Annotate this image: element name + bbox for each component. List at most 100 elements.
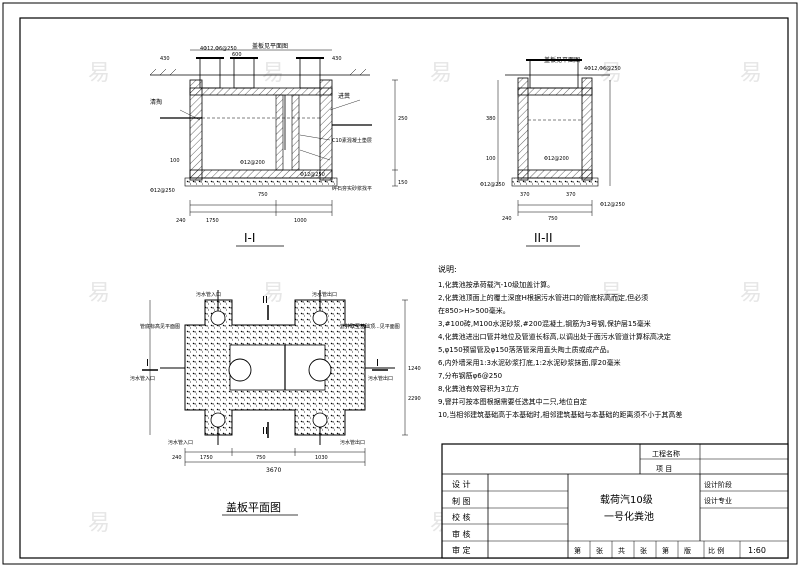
design-label: 设 计 bbox=[452, 479, 471, 489]
rebar-bottom-label: Φ12@200 bbox=[240, 160, 265, 166]
project-name-label: 工程名称 bbox=[652, 449, 680, 458]
inlet-label: 进粪 bbox=[338, 92, 350, 100]
note-item: 5,φ150预留管及φ150落落管采用直头陶土质或成产品。 bbox=[438, 345, 614, 354]
gravel-label: 碎石夯实砂浆找平 bbox=[332, 185, 372, 192]
drawing-title-line2: 一号化粪池 bbox=[604, 510, 654, 523]
sheet-unit-label: 张 bbox=[596, 546, 603, 555]
inlet-label: 污水管入口 bbox=[130, 375, 155, 382]
dim-label: 240 bbox=[172, 455, 182, 461]
outlet-label: 污水管出口 bbox=[312, 291, 337, 298]
rebar-slab-label: Φ12@250 bbox=[150, 188, 175, 194]
inlet-label: 污水管入口 bbox=[168, 439, 193, 446]
watermark: 易 bbox=[600, 61, 622, 86]
review-label: 审 核 bbox=[452, 529, 471, 539]
dim-label: 370 bbox=[520, 192, 530, 198]
dim-label: 2290 bbox=[408, 396, 421, 402]
watermark: 易 bbox=[88, 61, 110, 86]
scale-value: 1:60 bbox=[748, 546, 766, 555]
c10-label: C10素混凝土垫层 bbox=[332, 137, 372, 144]
dim-label: 100 bbox=[486, 156, 496, 162]
note-item: 7,分布钢筋φ6@250 bbox=[438, 371, 502, 380]
note-item: 3,#100砖,M100水泥砂浆,#200混凝土,钢筋为3号钢,保护层15毫米 bbox=[438, 319, 651, 328]
dim-label: 750 bbox=[256, 455, 266, 461]
dim-label: 240 bbox=[502, 216, 512, 222]
note-item: 9,窨井可按本图根据需要任选其中二只,地位自定 bbox=[438, 397, 587, 406]
dim-label: 1240 bbox=[408, 366, 421, 372]
total-unit-label: 张 bbox=[640, 546, 647, 555]
plan-title: 盖板平面图 bbox=[226, 500, 281, 514]
note-item: 4,化粪池进出口管井地位及管道长标高,以调出处于面污水管道计算标高决定 bbox=[438, 332, 671, 341]
dim-label: 1750 bbox=[200, 455, 213, 461]
dim-label: 750 bbox=[258, 192, 268, 198]
section-1-drawing bbox=[149, 49, 398, 216]
watermark: 易 bbox=[88, 281, 110, 306]
watermark: 易 bbox=[88, 511, 110, 536]
inner-frame bbox=[19, 17, 789, 559]
section-2-drawing bbox=[497, 59, 611, 216]
dim-label: 250 bbox=[398, 116, 408, 122]
dim-label: 150 bbox=[398, 180, 408, 186]
cover-slab-label: 盖板见平面图 bbox=[544, 56, 580, 64]
edition-unit-label: 版 bbox=[684, 546, 691, 555]
note-item: 8,化粪池有效容积为3立方 bbox=[438, 384, 519, 393]
section-marker: II bbox=[262, 426, 268, 437]
plan-drawing bbox=[142, 290, 408, 466]
notes-block: 说明: 1,化粪池按承荷载汽-10级加盖计算。 2,化粪池顶面上的覆土深度H根据… bbox=[438, 264, 682, 419]
dim-label: 430 bbox=[160, 56, 170, 62]
note-item: 1,化粪池按承荷载汽-10级加盖计算。 bbox=[438, 280, 554, 289]
dim-label: 1000 bbox=[294, 218, 307, 224]
section-1-labels: 盖板见平面图 4Φ12,Φ6@250 清掏 进粪 C10素混凝土垫层 碎石夯实砂… bbox=[150, 42, 408, 247]
total-label: 共 bbox=[618, 546, 625, 555]
plan-labels: 污水管入口 污水管出口 污水管入口 污水管出口 污水管出口 污水管入口 管底标高… bbox=[130, 291, 421, 516]
note-item: 在850>H>500毫米。 bbox=[438, 306, 510, 315]
note-item: 2,化粪池顶面上的覆土深度H根据污水管进口的管底标高而定,但必须 bbox=[438, 293, 648, 302]
rebar-bottom-label: Φ12@200 bbox=[544, 156, 569, 162]
watermark: 易 bbox=[740, 61, 762, 86]
cover-slab-label: 盖板见平面图 bbox=[252, 42, 288, 50]
notes-heading: 说明: bbox=[438, 264, 457, 274]
design-stage-label: 设计阶段 bbox=[704, 480, 732, 489]
section-marker: I bbox=[146, 358, 149, 369]
note-item: 6,内外墙采用1:3水泥砂浆打底,1:2水泥砂浆抹面,厚20毫米 bbox=[438, 358, 621, 367]
dim-label: 1030 bbox=[315, 455, 328, 461]
dim-label: 370 bbox=[566, 192, 576, 198]
rebar-side-label: Φ12@250 bbox=[300, 172, 325, 178]
section-2-labels: 盖板见平面图 4Φ12,Φ6@250 Φ12@200 Φ12@250 Φ12@2… bbox=[480, 56, 625, 247]
total-dim-label: 3670 bbox=[266, 467, 281, 474]
note-item: 10,当相邻建筑基础高于本基础时,相邻建筑基础与本基础的距离须不小于其高差 bbox=[438, 410, 682, 419]
rebar-top-label: 4Φ12,Φ6@250 bbox=[584, 66, 621, 72]
watermark: 易 bbox=[430, 61, 452, 86]
title-block bbox=[441, 443, 789, 559]
watermark: 易 bbox=[262, 61, 284, 86]
dim-label: 600 bbox=[232, 52, 242, 58]
dim-label: 1750 bbox=[206, 218, 219, 224]
dim-label: 430 bbox=[332, 56, 342, 62]
pipe-note-left: 管底标高见平面图 bbox=[140, 323, 180, 330]
outlet-label: 污水管出口 bbox=[368, 375, 393, 382]
clean-hole-label: 清掏 bbox=[150, 98, 162, 106]
pipe-note-right: 管井取至基础顶...见平面图 bbox=[340, 323, 400, 330]
section-marker: II bbox=[262, 295, 268, 306]
dim-label: 750 bbox=[548, 216, 558, 222]
watermark: 易 bbox=[740, 281, 762, 306]
draw-label: 制 图 bbox=[452, 496, 471, 506]
scale-label: 比 例 bbox=[708, 546, 724, 555]
approve-label: 审 定 bbox=[452, 545, 471, 555]
section-marker: I bbox=[376, 358, 379, 369]
design-major-label: 设计专业 bbox=[704, 496, 732, 505]
rebar-top-label: 4Φ12,Φ6@250 bbox=[200, 46, 237, 52]
dim-label: 100 bbox=[170, 158, 180, 164]
watermark: 易 bbox=[600, 281, 622, 306]
title-block-text: 工程名称 项 目 设 计 制 图 校 核 审 核 审 定 载荷汽10级 一号化粪… bbox=[452, 449, 766, 555]
outlet-label: 污水管出口 bbox=[340, 439, 365, 446]
rebar-side-label: Φ12@250 bbox=[600, 202, 625, 208]
item-label: 项 目 bbox=[656, 465, 672, 473]
edition-label: 第 bbox=[662, 546, 669, 555]
sheet-no-label: 第 bbox=[574, 546, 581, 555]
drawing-title-line1: 载荷汽10级 bbox=[600, 493, 653, 506]
dim-label: 240 bbox=[176, 218, 186, 224]
rebar-side-label: Φ12@250 bbox=[480, 182, 505, 188]
section-2-title: II-II bbox=[534, 231, 553, 245]
